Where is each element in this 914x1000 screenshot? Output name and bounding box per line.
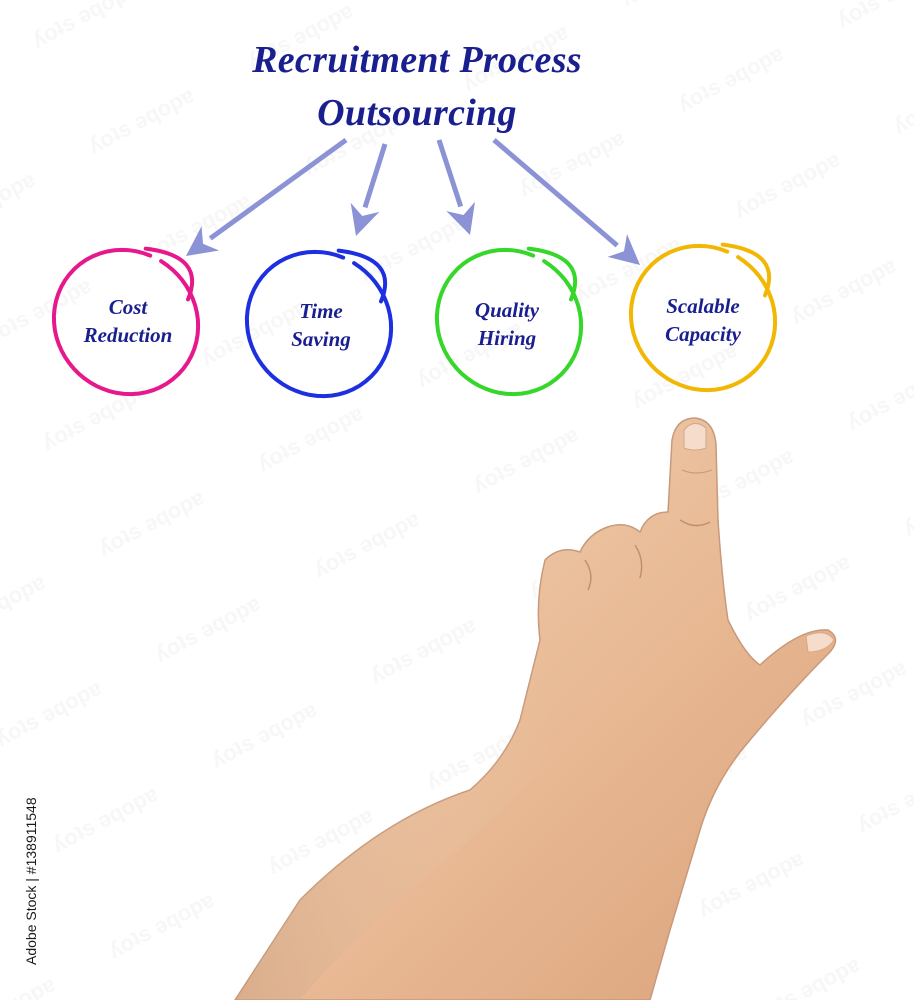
node-label-line: Hiring <box>477 326 537 350</box>
node-circle-tail-scalable-capacity <box>720 242 772 298</box>
node-circle-tail-cost-reduction <box>143 246 195 302</box>
connector-arrows <box>186 137 640 265</box>
thumbnail <box>805 632 835 653</box>
node-label-line: Saving <box>291 327 351 351</box>
arrow-shaft-cost-reduction <box>208 137 348 241</box>
node-label-line: Quality <box>474 298 540 322</box>
node-circle-time-saving <box>244 249 394 399</box>
arrow-head-scalable-capacity <box>607 234 640 265</box>
node-label-quality-hiring: Quality Hiring <box>432 296 582 352</box>
arrow-shaft-time-saving <box>362 143 388 209</box>
node-label-line: Scalable <box>666 294 740 318</box>
knuckle-crease <box>681 469 713 474</box>
fingernail <box>683 423 707 451</box>
node-circles <box>51 242 778 399</box>
node-label-scalable-capacity: Scalable Capacity <box>628 292 778 348</box>
node-label-cost-reduction: Cost Reduction <box>53 293 203 349</box>
node-label-line: Capacity <box>665 322 741 346</box>
arrow-head-time-saving <box>350 202 380 236</box>
node-circle-scalable-capacity <box>628 243 778 393</box>
node-label-time-saving: Time Saving <box>246 297 396 353</box>
node-circle-tail-time-saving <box>336 248 388 304</box>
arrow-head-cost-reduction <box>186 226 220 256</box>
arrow-shaft-scalable-capacity <box>492 138 619 248</box>
node-circle-quality-hiring <box>434 247 584 397</box>
node-label-line: Reduction <box>83 323 173 347</box>
diagram-graphics <box>51 137 778 399</box>
diagram-title-line-2: Outsourcing <box>317 92 517 134</box>
knuckle-crease <box>679 519 711 527</box>
diagram-title-line-1: Recruitment Process <box>252 39 582 81</box>
knuckle-crease <box>634 544 643 579</box>
hand-shadow <box>235 640 552 1000</box>
arrow-head-quality-hiring <box>446 201 475 235</box>
node-circle-cost-reduction <box>51 247 201 397</box>
node-circle-tail-quality-hiring <box>526 246 578 302</box>
node-label-line: Cost <box>108 295 148 319</box>
arrow-shaft-quality-hiring <box>436 139 464 208</box>
knuckle-crease <box>584 559 592 591</box>
node-label-line: Time <box>299 299 343 323</box>
stock-image-id: Adobe Stock | #138911548 <box>23 797 39 965</box>
